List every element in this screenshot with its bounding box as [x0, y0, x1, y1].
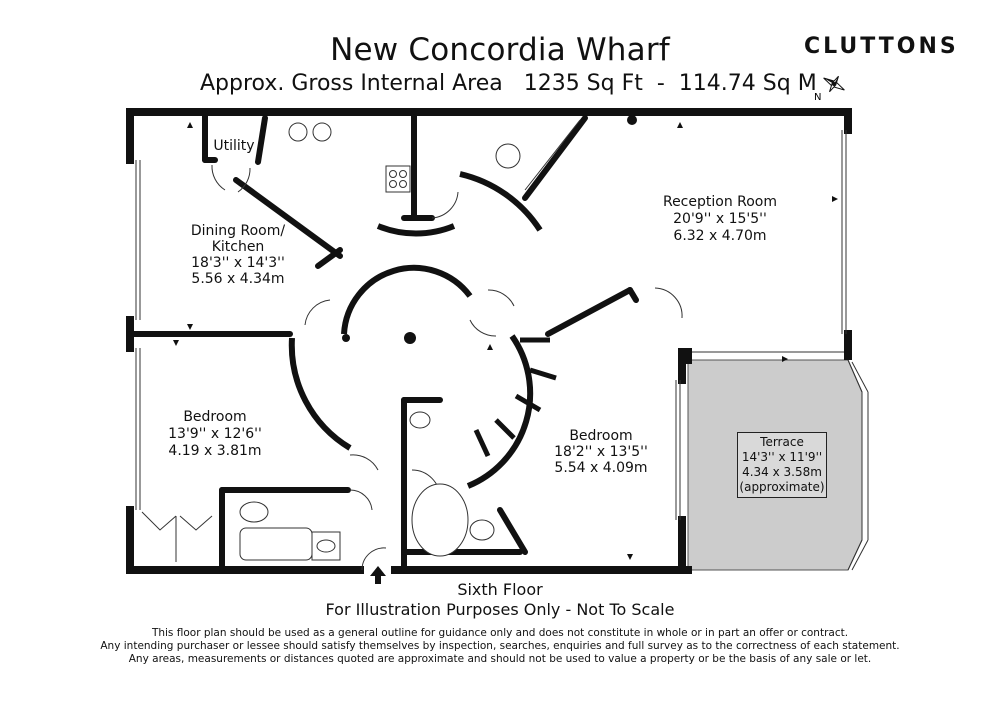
illustration-note: For Illustration Purposes Only - Not To … [325, 600, 675, 619]
room-metric: 5.54 x 4.09m [554, 460, 648, 476]
room-name: Dining Room/ Kitchen [190, 223, 286, 255]
room-name: Terrace [760, 435, 804, 449]
area-subtitle: Approx. Gross Internal Area 1235 Sq Ft -… [200, 71, 817, 96]
room-label-utility: Utility [213, 138, 255, 154]
room-imperial: 13'9'' x 12'6'' [168, 426, 262, 442]
fixtures [239, 122, 521, 561]
room-imperial: 14'3'' x 11'9'' [741, 450, 823, 464]
compass-icon: N [814, 75, 845, 103]
wardrobe-doors [141, 511, 213, 562]
interior-walls [127, 109, 639, 573]
terrace-window-frames [688, 351, 869, 571]
room-imperial: 18'2'' x 13'5'' [554, 444, 648, 460]
curved-walls [288, 171, 543, 489]
room-metric: 5.56 x 4.34m [191, 271, 285, 287]
room-note: (approximate) [739, 480, 825, 494]
room-name: Bedroom [569, 428, 633, 444]
entrance-arrow-icon [370, 566, 386, 584]
centre-column [404, 332, 416, 344]
exterior-walls [126, 108, 852, 574]
room-metric: 6.32 x 4.70m [673, 228, 767, 244]
floor-label: Sixth Floor [457, 580, 543, 599]
disclaimer-line-1: This floor plan should be used as a gene… [151, 627, 849, 639]
compass-north-label: N [814, 92, 821, 103]
terrace-label-box: Terrace 14'3'' x 11'9'' 4.34 x 3.58m (ap… [737, 432, 827, 498]
room-name: Bedroom [183, 409, 247, 425]
room-metric: 4.34 x 3.58m [742, 465, 822, 479]
room-imperial: 20'9'' x 15'5'' [673, 211, 767, 227]
stair-steps [473, 337, 557, 458]
room-name: Reception Room [662, 194, 778, 210]
column [627, 115, 637, 125]
room-metric: 4.19 x 3.81m [168, 443, 262, 459]
room-imperial: 18'3'' x 14'3'' [191, 255, 285, 271]
page-title: New Concordia Wharf [330, 32, 670, 68]
dimension-ticks [173, 122, 838, 560]
brand-logo: CLUTTONS [804, 34, 959, 59]
windows [135, 130, 847, 520]
disclaimer-line-2: Any intending purchaser or lessee should… [100, 640, 900, 652]
column [342, 334, 350, 342]
disclaimer-line-3: Any areas, measurements or distances quo… [128, 653, 872, 665]
